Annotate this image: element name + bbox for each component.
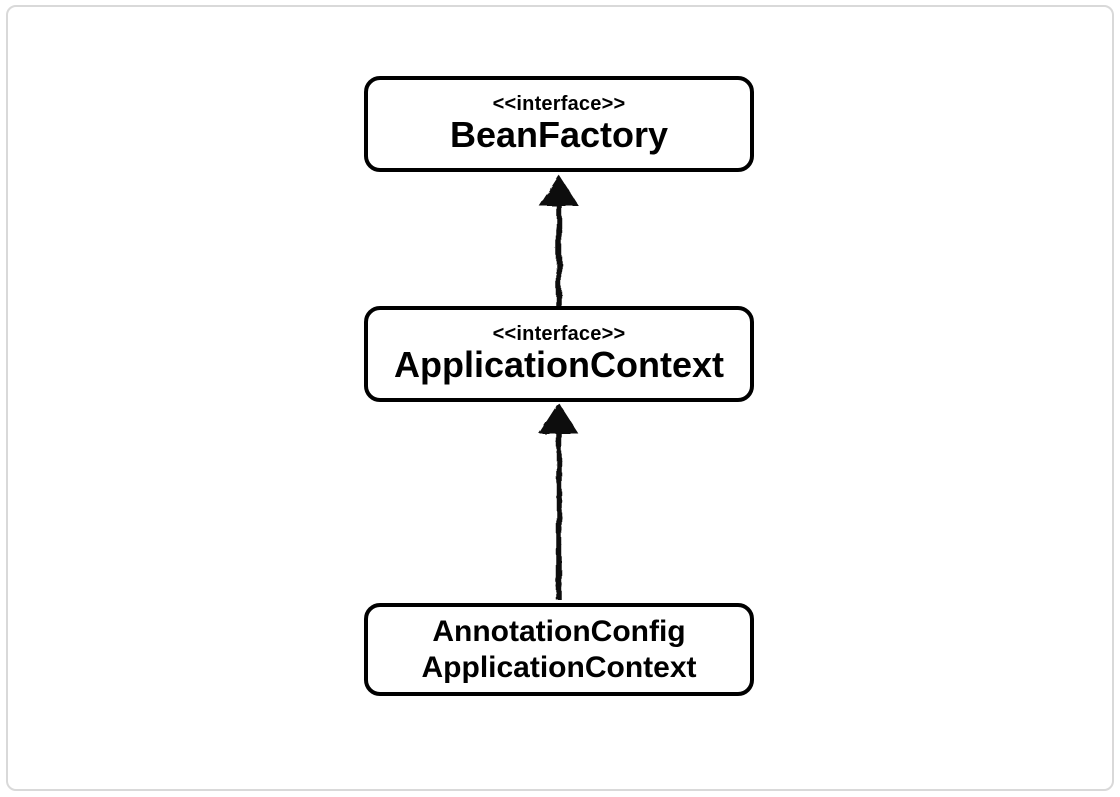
class-name-label: BeanFactory [449,114,669,156]
node-applicationcontext: <<interface>> ApplicationContext [364,306,754,402]
stereotype-label: <<interface>> [492,323,626,346]
stereotype-label: <<interface>> [492,93,626,116]
node-beanfactory: <<interface>> BeanFactory [364,76,754,172]
class-name-line-1: AnnotationConfig [432,614,686,648]
node-annotationconfigapplicationcontext: AnnotationConfig ApplicationContext [364,603,754,696]
class-name-label: ApplicationContext [394,344,724,386]
class-name-line-2: ApplicationContext [421,650,697,684]
